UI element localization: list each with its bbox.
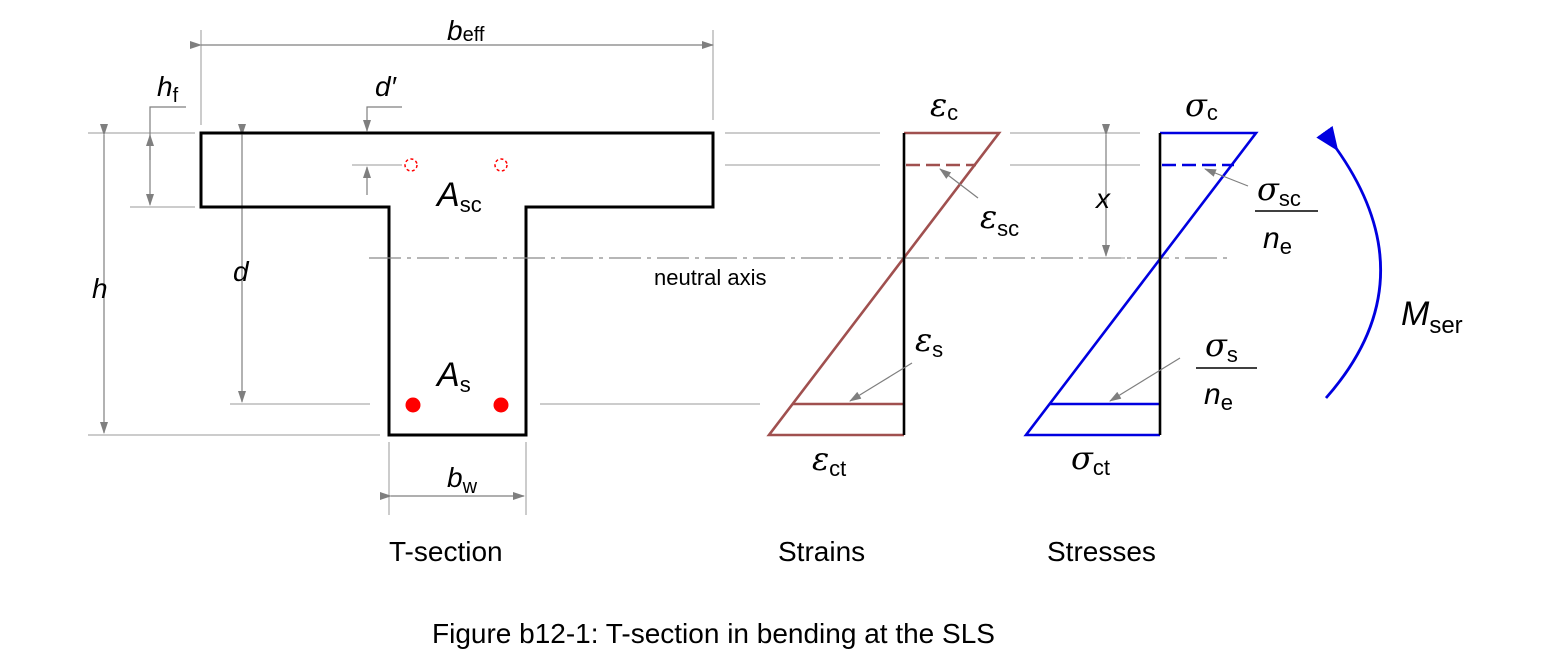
moment-group: Mser [1316, 125, 1463, 399]
m-ser-label: Mser [1401, 295, 1463, 339]
t-section-caption: T-section [389, 536, 503, 567]
sig-sc-leader [1204, 168, 1249, 187]
compression-rebar-right [494, 158, 508, 172]
figure-caption: Figure b12-1: T-section in bending at th… [432, 618, 995, 649]
h-label: h [92, 273, 108, 304]
neutral-axis-label: neutral axis [654, 265, 767, 290]
eps-ct-label: εct [812, 440, 846, 481]
eps-sc-label: εsc [980, 198, 1019, 241]
compression-rebar-left [404, 158, 418, 172]
stress-diagram: x σc σsc ne σs ne σct Stresses [1023, 86, 1318, 567]
bw-label: bw [447, 462, 478, 498]
dprime-dimension-upper [363, 106, 402, 132]
tension-rebar-left [405, 397, 421, 413]
d-label: d [233, 256, 250, 287]
sig-sc-label: σsc [1257, 170, 1301, 211]
neutral-axis-group: neutral axis [369, 132, 1228, 405]
sig-ct-label: σct [1071, 439, 1110, 480]
stresses-caption: Stresses [1047, 536, 1156, 567]
stress-profile [1023, 131, 1259, 437]
t-section-outline [199, 131, 715, 437]
ne-label-upper: ne [1263, 222, 1292, 259]
sig-s-label: σs [1205, 326, 1238, 367]
sig-c-label: σc [1185, 86, 1218, 125]
tension-rebar-right [493, 397, 509, 413]
asc-label: Asc [435, 176, 482, 217]
x-label: x [1094, 183, 1111, 214]
strains-caption: Strains [778, 536, 865, 567]
eps-s-label: εs [915, 321, 943, 362]
strain-diagram: εc εsc εs εct Strains [766, 86, 1019, 567]
ne-label-lower: ne [1204, 378, 1233, 415]
strain-profile [766, 131, 1002, 437]
t-section-group: beff hf d′ h d Asc As bw T-section [88, 15, 715, 567]
eps-sc-leader [939, 168, 979, 199]
sig-s-leader [1109, 357, 1181, 402]
beff-label: beff [447, 15, 485, 46]
as-label: As [435, 356, 471, 397]
hf-dimension-lower [146, 106, 186, 206]
eps-s-leader [849, 362, 913, 402]
dprime-label: d′ [375, 71, 398, 102]
moment-arrow [1316, 125, 1382, 399]
hf-label: hf [157, 71, 179, 107]
eps-c-label: εc [930, 86, 958, 125]
